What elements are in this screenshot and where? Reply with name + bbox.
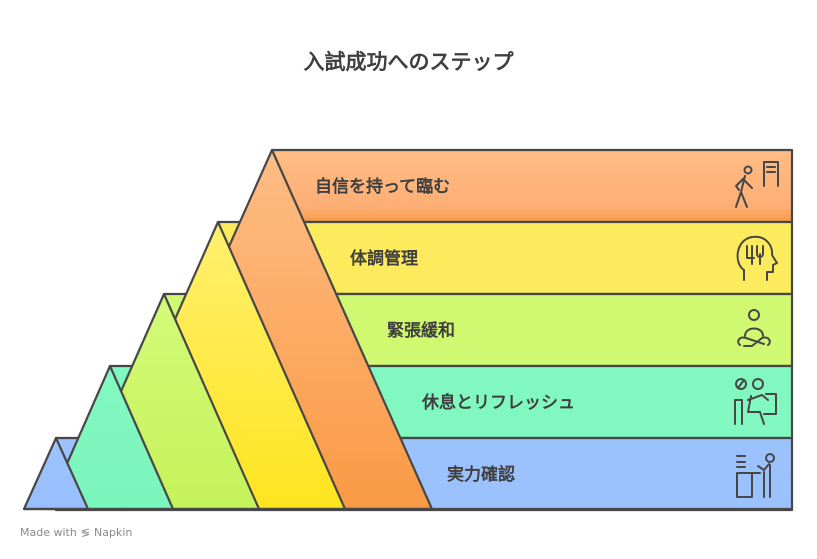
step-label-1: 自信を持って臨む xyxy=(315,176,450,197)
band-1 xyxy=(270,148,794,224)
napkin-brand-link[interactable]: Napkin xyxy=(94,526,133,539)
page-title: 入試成功へのステップ xyxy=(303,50,514,74)
footer: Made with ≶ Napkin xyxy=(20,526,132,539)
meditation-icon xyxy=(737,309,771,347)
head-with-fork-icon xyxy=(736,235,778,281)
step-label-2: 体調管理 xyxy=(350,248,418,269)
made-with-text: Made with xyxy=(20,526,77,539)
step-label-5: 実力確認 xyxy=(447,464,515,485)
step-label-3: 緊張緩和 xyxy=(387,320,455,341)
person-at-desk-icon xyxy=(736,453,775,498)
person-reading-rest-icon xyxy=(734,378,777,425)
napkin-logo-icon: ≶ xyxy=(80,526,91,539)
walking-to-sign-icon xyxy=(735,161,779,208)
step-label-4: 休息とリフレッシュ xyxy=(421,392,575,413)
